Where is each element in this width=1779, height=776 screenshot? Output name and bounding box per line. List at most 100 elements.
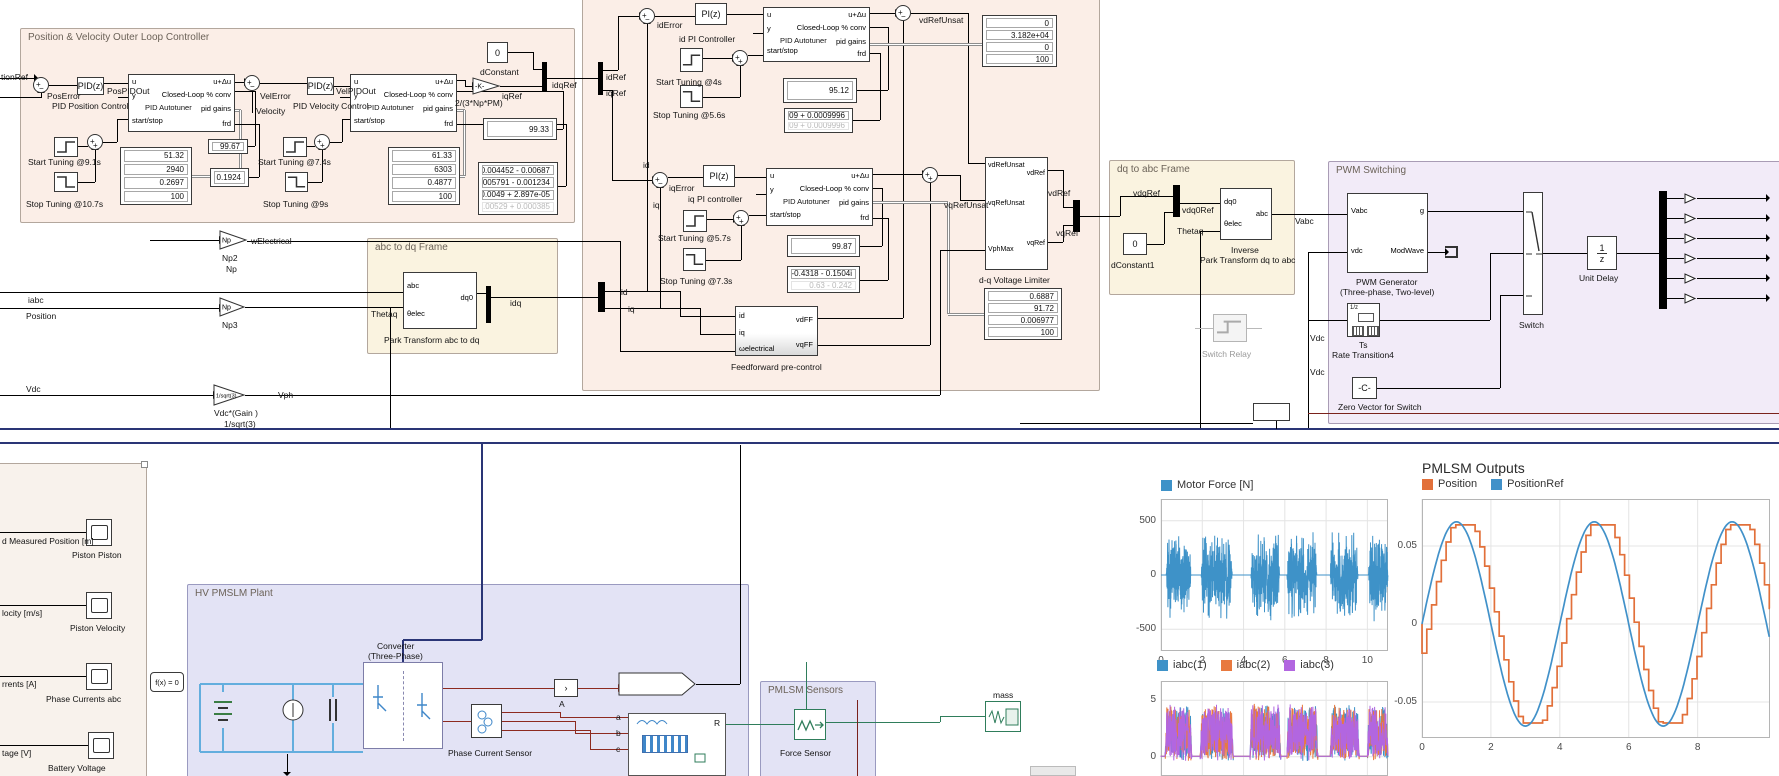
- mux-vdqref[interactable]: [1073, 200, 1080, 232]
- scope-phase-currents[interactable]: [86, 663, 112, 690]
- wire: [1020, 423, 1253, 424]
- rate-transition-block[interactable]: 1/z: [1347, 303, 1380, 337]
- label: +: [738, 57, 743, 66]
- start-tuning-step[interactable]: [283, 137, 307, 157]
- sum-junction[interactable]: ++: [733, 210, 749, 226]
- switch-relay-block[interactable]: [1213, 314, 1247, 342]
- label: PID Velocity Control: [293, 101, 369, 111]
- start-tuning-step[interactable]: [680, 48, 703, 72]
- scope-piston-position[interactable]: [86, 519, 112, 546]
- wire: [826, 722, 940, 723]
- converter-block[interactable]: [363, 662, 443, 749]
- terminator-block[interactable]: [1445, 246, 1458, 258]
- measurement-block[interactable]: ›: [554, 679, 578, 697]
- gain-vdc[interactable]: 1/sqrt(3): [213, 384, 246, 406]
- zero-vector-constant[interactable]: -C-: [1352, 377, 1377, 399]
- capacitor-icon[interactable]: [327, 695, 339, 725]
- demux-idq[interactable]: [486, 286, 491, 323]
- pi-iq-block[interactable]: PI(z): [703, 165, 735, 187]
- gate-buffer[interactable]: [1684, 213, 1697, 224]
- stop-tuning-step[interactable]: [54, 172, 78, 192]
- wire: [118, 97, 128, 98]
- demux-idref-iqref[interactable]: [598, 62, 603, 95]
- wire: [620, 241, 621, 351]
- goto-iabc-tag[interactable]: iabc: [618, 672, 696, 696]
- mux-vdq0ref[interactable]: [1173, 185, 1180, 217]
- small-block[interactable]: [1253, 403, 1290, 421]
- gate-buffer[interactable]: [1684, 233, 1697, 244]
- demux-id-iq[interactable]: [598, 282, 605, 312]
- display-vel-conv[interactable]: 99.33: [483, 118, 557, 140]
- gain-iqref[interactable]: -K-: [472, 77, 501, 95]
- gate-buffer[interactable]: [1684, 193, 1697, 204]
- stop-tuning-step[interactable]: [680, 85, 703, 108]
- y-tick-label: 5: [1150, 694, 1156, 706]
- dconstant1-block[interactable]: 0: [1123, 233, 1147, 255]
- start-tuning-step[interactable]: [683, 210, 707, 232]
- mux-idqref[interactable]: [542, 62, 547, 92]
- pid-velocity-block[interactable]: PID(z): [307, 77, 334, 95]
- gate-buffer[interactable]: [1684, 273, 1697, 284]
- region-resize-handle[interactable]: [141, 461, 148, 468]
- gain-np2[interactable]: Np: [219, 230, 248, 250]
- solver-block[interactable]: f(x) = 0: [150, 672, 184, 692]
- pmslm-motor-block[interactable]: [628, 713, 726, 776]
- sum-junction[interactable]: ++: [732, 50, 748, 66]
- svg-text:1/sqrt(3): 1/sqrt(3): [216, 394, 237, 400]
- start-tuning-step[interactable]: [54, 137, 78, 157]
- sum-junction[interactable]: +−: [895, 5, 911, 21]
- display-id-conv[interactable]: 95.12: [783, 78, 857, 103]
- sum-junction[interactable]: ++: [314, 134, 330, 150]
- mass-block[interactable]: [985, 701, 1021, 732]
- label: Rate Transition4: [1332, 350, 1394, 360]
- gate-buffer[interactable]: [1684, 253, 1697, 264]
- phase-current-sensor-block[interactable]: [471, 704, 502, 738]
- cut-block[interactable]: [1030, 766, 1076, 776]
- sum-junction[interactable]: +−: [652, 172, 668, 188]
- gate-buffer[interactable]: [1684, 293, 1697, 304]
- display-pos-frd[interactable]: - 0.1924: [210, 168, 249, 187]
- scope-battery-voltage[interactable]: [88, 732, 114, 759]
- display-iq-conv[interactable]: 99.87: [787, 235, 860, 257]
- voltage-source-icon[interactable]: [281, 698, 305, 722]
- battery-icon[interactable]: [212, 690, 234, 730]
- demux-gates[interactable]: [1659, 191, 1667, 309]
- sum-junction[interactable]: ++: [922, 167, 938, 183]
- pi-id-block[interactable]: PI(z): [695, 3, 727, 25]
- force-sensor-block[interactable]: [794, 709, 826, 740]
- winding-icon: [636, 720, 706, 763]
- switch-block[interactable]: [1523, 192, 1543, 315]
- gain-np3[interactable]: Np: [219, 297, 246, 317]
- stop-tuning-step[interactable]: [683, 248, 706, 271]
- label: frd: [444, 119, 453, 128]
- stop-tuning-step[interactable]: [285, 172, 308, 192]
- label: PI(z): [701, 9, 721, 19]
- sum-junction[interactable]: +−: [33, 77, 49, 93]
- sum-junction[interactable]: ++: [87, 134, 103, 150]
- scope-piston-velocity[interactable]: [86, 592, 112, 619]
- display-pos-conv[interactable]: 99.67: [208, 139, 248, 154]
- sum-junction[interactable]: +−: [639, 8, 655, 24]
- dconstant-block[interactable]: 0: [487, 42, 508, 63]
- region-outputs[interactable]: [0, 463, 147, 776]
- sum-junction[interactable]: +−: [244, 75, 260, 91]
- pid-position-block[interactable]: PID(z): [77, 77, 104, 95]
